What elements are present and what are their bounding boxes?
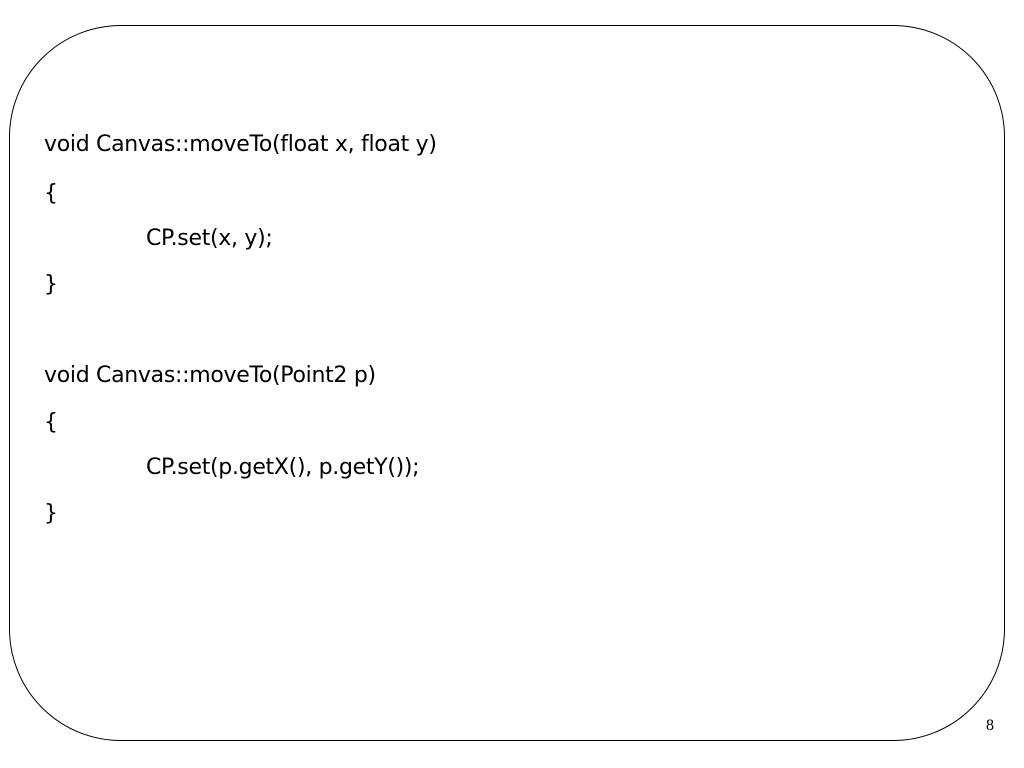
code-line-open-brace-2: { — [44, 410, 58, 435]
code-line-function-signature-1: void Canvas::moveTo(float x, float y) — [44, 132, 437, 157]
code-line-function-signature-2: void Canvas::moveTo(Point2 p) — [44, 363, 376, 388]
code-line-close-brace-1: } — [44, 272, 58, 297]
page-number: 8 — [986, 717, 994, 734]
code-line-body-1: CP.set(x, y); — [146, 226, 273, 251]
code-line-open-brace-1: { — [44, 181, 58, 206]
code-line-close-brace-2: } — [44, 501, 58, 526]
slide-frame — [9, 25, 1005, 741]
code-line-body-2: CP.set(p.getX(), p.getY()); — [146, 455, 420, 480]
